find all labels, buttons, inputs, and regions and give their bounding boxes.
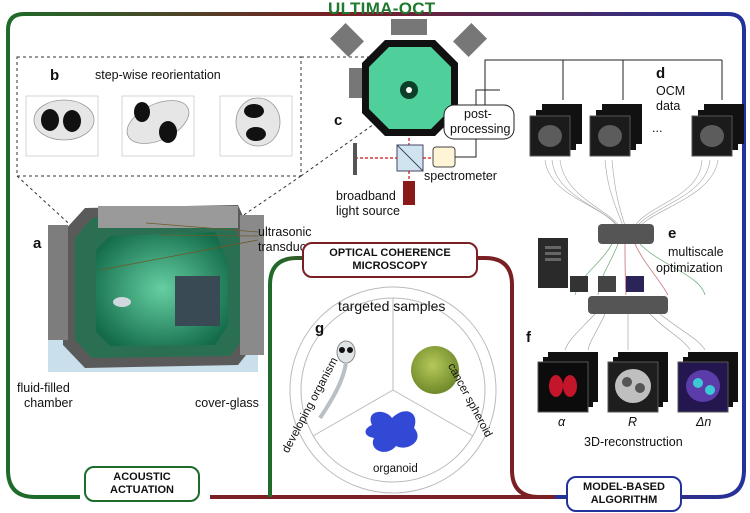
spectrometer-label: spectrometer: [424, 169, 497, 183]
oct-frame: [268, 256, 540, 499]
ocm-label-1: OCM: [656, 84, 686, 98]
acoustic-box-line-2: ACTUATION: [110, 484, 174, 496]
ocm-label-2: data: [656, 99, 681, 113]
transducer-line-3: [99, 239, 259, 271]
multiscale-label-1: multiscale: [668, 245, 724, 259]
outer-frame: [6, 12, 746, 499]
oct-box: OPTICAL COHERENCE MICROSCOPY: [302, 242, 478, 278]
post-processing-box: [443, 104, 515, 140]
panel-label-b: b: [50, 67, 60, 84]
ultrasonic-label-1: ultrasonic: [258, 225, 312, 239]
targeted-label: targeted samples: [338, 298, 446, 314]
recon-label: 3D-reconstruction: [584, 435, 683, 449]
mini-map-2: [598, 276, 616, 292]
mini-map-1: [570, 276, 588, 292]
post-label-1: post-: [464, 107, 492, 121]
computer-icon: [538, 238, 568, 288]
oct-head: [330, 19, 487, 136]
ocm-stack-2: [589, 104, 642, 157]
dn-label: Δn: [696, 415, 712, 429]
mini-map-3: [626, 276, 644, 292]
outer-frame-bottom-left: [6, 469, 80, 499]
embryo-view-3: [219, 95, 293, 157]
post-label-2: processing: [450, 122, 511, 136]
fluid-label-2: chamber: [24, 396, 73, 410]
optics: [353, 89, 500, 205]
ocm-stack-1: [529, 104, 582, 157]
panel-label-a: a: [33, 235, 42, 252]
panel-label-g: g: [315, 320, 325, 337]
algorithm-box-line-1: MODEL-BASED: [583, 481, 665, 493]
optimization-block-2: [588, 296, 668, 314]
figure-title: ULTIMA-OCT: [328, 0, 436, 18]
panel-label-d: d: [656, 65, 666, 82]
r-label: R: [628, 415, 638, 429]
multiscale-label-2: optimization: [656, 261, 723, 275]
acoustic-box: ACOUSTIC ACTUATION: [84, 466, 200, 502]
recon-r: [607, 352, 668, 413]
stepwise-label: step-wise reorientation: [95, 68, 221, 82]
recon-dn: [677, 352, 738, 413]
embryo-view-1: [25, 95, 99, 157]
transducer-line-2: [159, 234, 259, 237]
broadband-label-1: broadband: [336, 189, 396, 203]
transducer-line-1: [145, 222, 259, 233]
organoid-label: organoid: [373, 463, 418, 475]
algorithm-box-line-2: ALGORITHM: [590, 494, 658, 506]
panel-label-f: f: [526, 329, 531, 346]
data-fibers: [544, 159, 719, 233]
fibers-red: [624, 243, 669, 296]
recon-alpha: [537, 352, 598, 413]
broadband-label-2: light source: [336, 204, 400, 218]
fibers-lower: [564, 313, 706, 351]
panel-label-e: e: [668, 225, 677, 242]
acoustic-box-line-1: ACOUSTIC: [113, 471, 171, 483]
oct-box-line-2: MICROSCOPY: [352, 260, 428, 272]
ocm-stack-3: [691, 104, 744, 157]
data-branch-line: [484, 59, 722, 105]
coverglass-label: cover-glass: [195, 396, 259, 410]
algorithm-box: MODEL-BASED ALGORITHM: [566, 476, 682, 512]
panel-label-c: c: [334, 112, 343, 129]
alpha-label: α: [558, 415, 566, 429]
samples-wheel: [289, 286, 497, 494]
embryo-view-2: [121, 95, 195, 157]
oct-box-line-1: OPTICAL COHERENCE: [329, 247, 451, 259]
optimization-block-1: [598, 224, 654, 244]
fluid-label-1: fluid-filled: [17, 381, 70, 395]
ellipsis-label: ...: [652, 121, 663, 135]
